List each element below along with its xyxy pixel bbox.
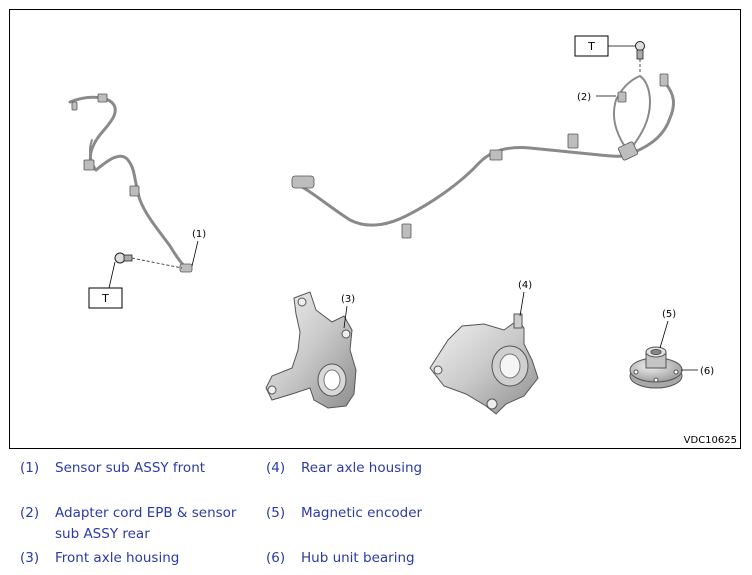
torque-box-rear: T — [574, 35, 609, 57]
callout-6: (6) — [681, 366, 714, 377]
legend-text: Rear axle housing — [301, 460, 423, 476]
rear-sensor-bolt-icon — [608, 41, 645, 72]
legend-text: Magnetic encoder — [301, 505, 423, 521]
legend-text: Front axle housing — [55, 550, 180, 566]
rear-cord-clips — [291, 73, 669, 239]
hub-unit-bearing — [629, 346, 683, 389]
rear-axle-housing — [429, 313, 539, 415]
callout-5: (5) — [659, 309, 676, 349]
svg-text:(4): (4) — [518, 280, 532, 291]
svg-text:(6): (6) — [700, 366, 714, 377]
front-wheel-speed-sensor — [68, 95, 188, 270]
parts-diagram: T (1) T (2) ( — [9, 9, 741, 449]
front-sensor-clips — [71, 93, 193, 273]
legend-number: (6) — [266, 550, 286, 566]
callout-4: (4) — [518, 280, 532, 317]
legend-number: (2) — [20, 505, 40, 521]
legend-number: (4) — [266, 460, 286, 476]
torque-box-front: T — [88, 287, 123, 309]
front-axle-housing — [265, 291, 357, 409]
legend-number: (3) — [20, 550, 40, 566]
svg-text:(2): (2) — [577, 92, 591, 103]
callout-2: (2) — [577, 92, 616, 103]
svg-text:(5): (5) — [662, 309, 676, 320]
diagram-drawing: T (1) T (2) ( — [68, 35, 714, 415]
callout-3: (3) — [341, 294, 355, 329]
svg-text:(1): (1) — [192, 229, 206, 240]
legend-number: (1) — [20, 460, 40, 476]
legend-text: Hub unit bearing — [301, 550, 415, 566]
svg-text:T: T — [587, 40, 595, 53]
legend-text: Adapter cord EPB & sensor sub ASSY rear — [55, 505, 237, 542]
svg-text:T: T — [101, 292, 109, 305]
legend-number: (5) — [266, 505, 286, 521]
svg-text:(3): (3) — [341, 294, 355, 305]
rear-adapter-cord — [291, 75, 675, 227]
callout-1: (1) — [191, 229, 206, 267]
figure-id: VDC10625 — [683, 435, 737, 446]
front-sensor-bolt-icon — [108, 252, 183, 289]
legend-text: Sensor sub ASSY front — [55, 460, 206, 476]
